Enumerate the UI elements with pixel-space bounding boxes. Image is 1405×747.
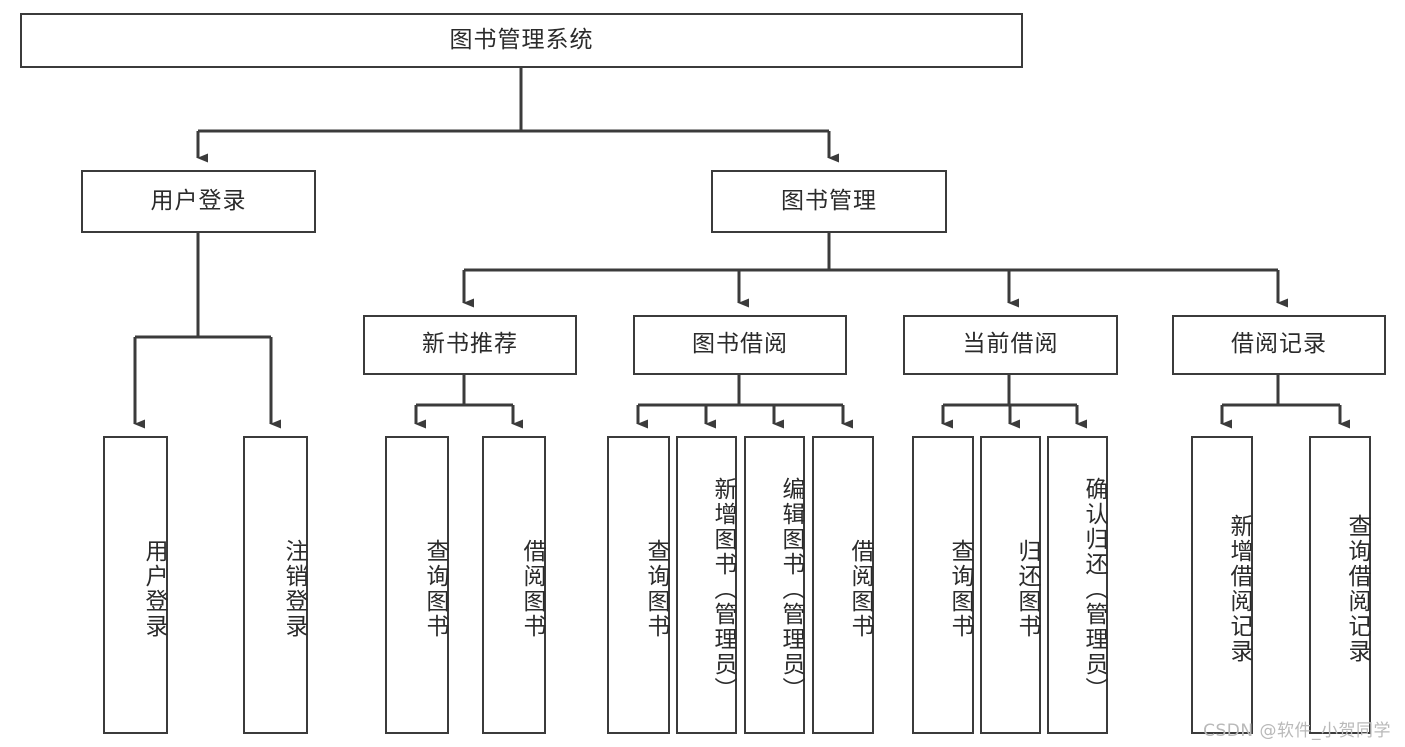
node-label: 图书借阅 <box>692 331 788 358</box>
node-new-book-recommend[interactable]: 新书推荐 <box>363 315 577 375</box>
leaf-book-borrow-borrow-book[interactable]: 借阅图书 <box>812 436 874 734</box>
node-label: 图书管理系统 <box>449 26 594 53</box>
node-root-book-management-system[interactable]: 图书管理系统 <box>20 13 1023 68</box>
leaf-book-borrow-add-book-admin[interactable]: 新增图书（管理员） <box>676 436 737 734</box>
leaf-current-borrow-confirm-return-admin[interactable]: 确认归还（管理员） <box>1047 436 1108 734</box>
leaf-book-borrow-query-book[interactable]: 查询图书 <box>607 436 670 734</box>
node-label: 新增借阅记录 <box>1226 514 1252 664</box>
node-label: 当前借阅 <box>962 331 1059 358</box>
node-label: 新书推荐 <box>422 331 518 358</box>
leaf-user-login-logout[interactable]: 注销登录 <box>243 436 308 734</box>
node-label: 查询图书 <box>947 539 973 639</box>
leaf-current-borrow-return-book[interactable]: 归还图书 <box>980 436 1041 734</box>
node-label: 借阅记录 <box>1231 331 1327 358</box>
node-label: 借阅图书 <box>847 539 873 639</box>
node-label: 用户登录 <box>150 187 247 214</box>
node-label: 查询图书 <box>643 539 669 639</box>
node-label: 图书管理 <box>781 187 877 214</box>
leaf-current-borrow-query-book[interactable]: 查询图书 <box>912 436 974 734</box>
leaf-book-borrow-edit-book-admin[interactable]: 编辑图书（管理员） <box>744 436 805 734</box>
node-label: 用户登录 <box>141 539 167 639</box>
node-label: 查询借阅记录 <box>1344 514 1370 664</box>
node-label: 借阅图书 <box>519 539 545 639</box>
leaf-borrow-record-add-record[interactable]: 新增借阅记录 <box>1191 436 1253 734</box>
node-borrow-record[interactable]: 借阅记录 <box>1172 315 1386 375</box>
watermark-text: CSDN @软件_小贺同学 <box>1203 721 1391 741</box>
node-label: 编辑图书（管理员） <box>778 476 804 702</box>
node-book-borrow[interactable]: 图书借阅 <box>633 315 847 375</box>
node-book-management[interactable]: 图书管理 <box>711 170 947 233</box>
node-user-login[interactable]: 用户登录 <box>81 170 316 233</box>
node-label: 注销登录 <box>281 539 307 639</box>
leaf-user-login-login[interactable]: 用户登录 <box>103 436 168 734</box>
node-label: 查询图书 <box>422 539 448 639</box>
node-label: 归还图书 <box>1014 539 1040 639</box>
node-label: 新增图书（管理员） <box>710 476 736 702</box>
leaf-borrow-record-query-record[interactable]: 查询借阅记录 <box>1309 436 1371 734</box>
node-label: 确认归还（管理员） <box>1081 476 1107 702</box>
leaf-new-book-borrow-book[interactable]: 借阅图书 <box>482 436 546 734</box>
leaf-new-book-query-book[interactable]: 查询图书 <box>385 436 449 734</box>
node-current-borrow[interactable]: 当前借阅 <box>903 315 1118 375</box>
